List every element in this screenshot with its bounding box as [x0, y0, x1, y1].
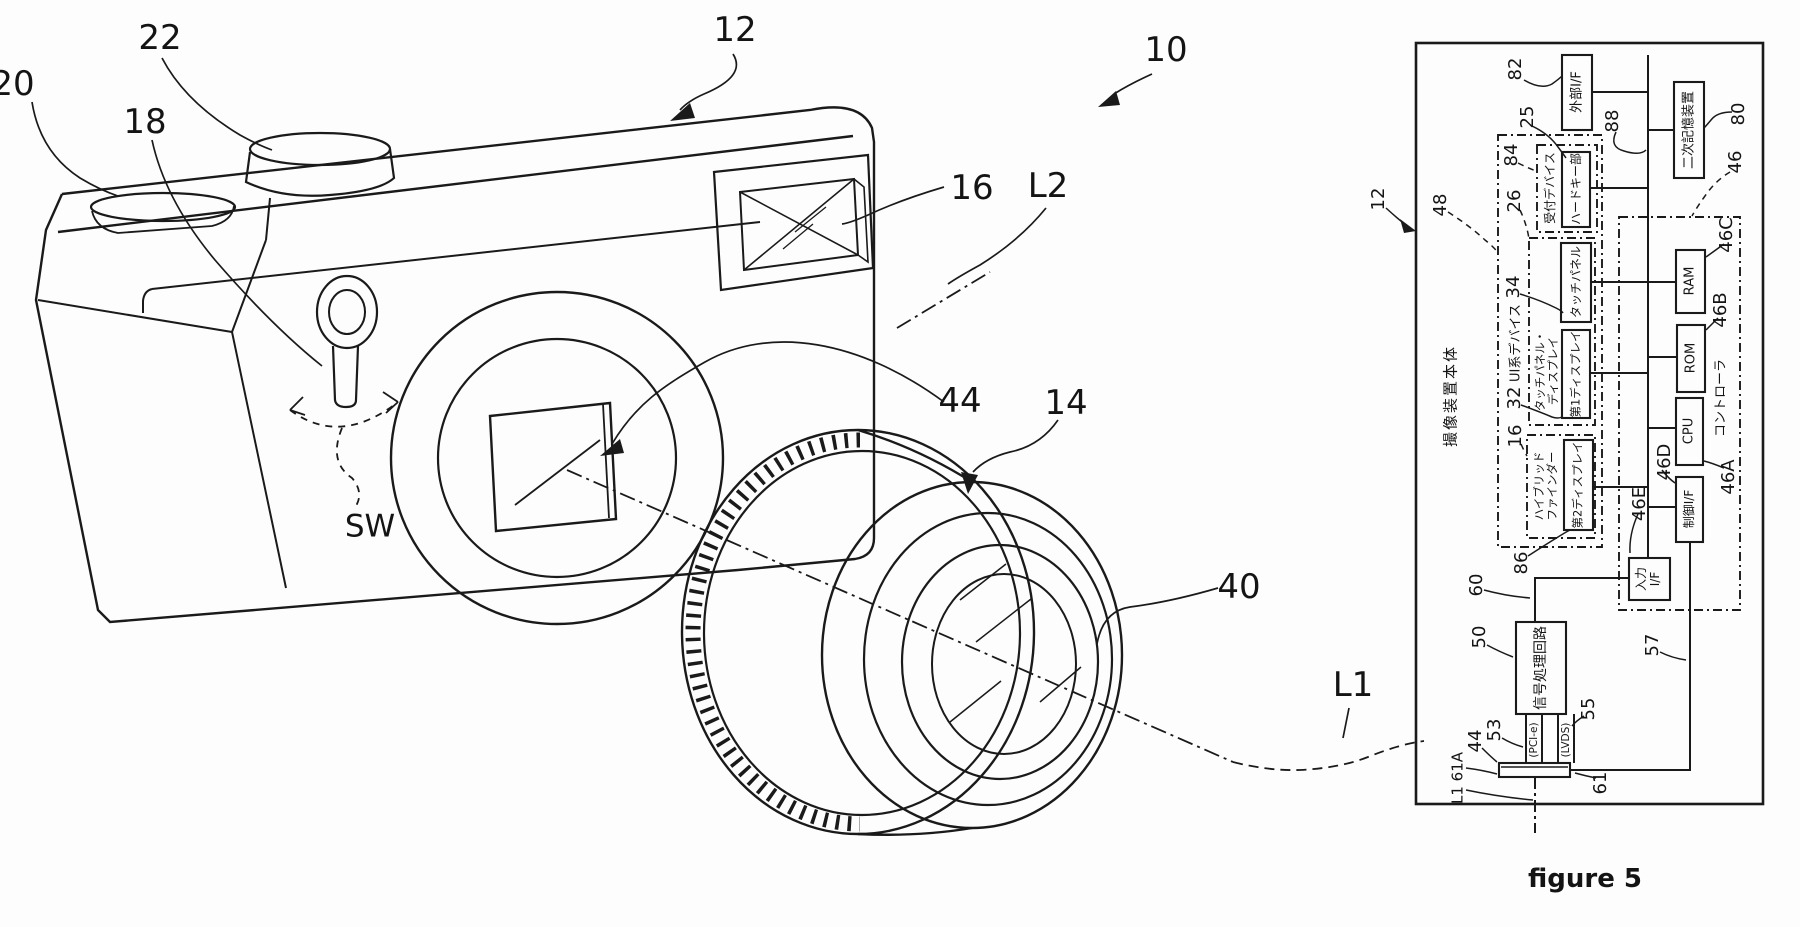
- camera-body: [34, 106, 876, 624]
- label-10: 10: [1144, 30, 1188, 70]
- touchpanel-display-line2: ディスプレイ: [1546, 336, 1560, 406]
- camera-leaders: [31, 53, 1350, 739]
- optical-axis-L1: [566, 469, 1425, 771]
- diagram-arrowheads: [1400, 219, 1416, 233]
- sw-rotation-arrows: [289, 391, 399, 507]
- ref-46D: 46D: [1654, 443, 1675, 481]
- wire-57: [1570, 542, 1691, 771]
- label-L2: L2: [1027, 166, 1069, 206]
- ref-86: 86: [1511, 551, 1532, 575]
- rom-box: [1675, 323, 1707, 394]
- wire-60: [1534, 577, 1629, 622]
- display2-label: 第2ディスプレイ: [1570, 441, 1585, 529]
- touchpanel-display-label: タッチパネル・ ディスプレイ: [1533, 331, 1560, 412]
- ref-84: 84: [1501, 143, 1522, 167]
- external-if-label: 外部I/F: [1569, 71, 1585, 113]
- ref-60: 60: [1466, 573, 1487, 597]
- rom-label: ROM: [1683, 342, 1699, 374]
- pcie-label: (PCI-e): [1527, 722, 1540, 758]
- figure-caption: figure 5: [1528, 864, 1642, 894]
- ref-53: 53: [1484, 718, 1505, 742]
- hybrid-finder-line2: ファインダー: [1545, 451, 1559, 521]
- ref-46B: 46B: [1710, 292, 1731, 328]
- hybrid-finder-label: ハイブリッド ファインダー: [1532, 451, 1559, 521]
- ref-80: 80: [1728, 102, 1749, 126]
- lens-mount: [389, 290, 725, 626]
- diagram-outer-box: [1414, 41, 1765, 806]
- ref-48: 48: [1430, 193, 1451, 217]
- front-lever: [315, 274, 379, 409]
- input-if-line1: 入力: [1634, 566, 1649, 592]
- input-if-label: 入力 I/F: [1634, 566, 1663, 592]
- input-if-line2: I/F: [1648, 571, 1662, 587]
- control-if-label: 制御I/F: [1682, 489, 1696, 529]
- image-sensor-bar: [1497, 761, 1572, 779]
- ref-82: 82: [1505, 57, 1526, 81]
- ref-44: 44: [1465, 729, 1486, 753]
- pcie-connector: [1525, 714, 1543, 763]
- ref-L1-61A: L1 61A: [1448, 751, 1467, 805]
- ram-label: RAM: [1682, 266, 1698, 296]
- ref-46A: 46A: [1718, 459, 1739, 495]
- ref-32: 32: [1504, 386, 1525, 410]
- controller-label: コントローラ: [1713, 358, 1729, 438]
- lvds-label: (LVDS): [1559, 722, 1572, 758]
- ref-46: 46: [1725, 150, 1746, 174]
- touchpanel-display-box: [1528, 237, 1596, 426]
- ref-46E: 46E: [1629, 486, 1650, 522]
- label-40: 40: [1217, 567, 1261, 607]
- ref-55: 55: [1578, 697, 1599, 721]
- hardkey-box: [1560, 150, 1592, 229]
- reception-device-label: 受付デバイス: [1543, 152, 1557, 224]
- cpu-box: [1674, 396, 1705, 467]
- camera-arrowheads: [600, 91, 1120, 494]
- lvds-connector: [1557, 714, 1575, 763]
- ref-16: 16: [1505, 424, 1526, 448]
- shutter-dial: [244, 131, 396, 197]
- ref-26: 26: [1504, 189, 1525, 213]
- viewfinder-window: [712, 153, 875, 292]
- cpu-label: CPU: [1681, 417, 1697, 445]
- ref-61: 61: [1590, 771, 1611, 795]
- secondary-storage-label: 二次記憶装置: [1681, 90, 1697, 170]
- label-14: 14: [1044, 383, 1088, 423]
- lens-barrel: [680, 428, 1124, 836]
- controller-box: [1618, 216, 1741, 611]
- label-SW: SW: [344, 508, 396, 545]
- optical-axis-L2: [896, 271, 991, 329]
- ref-12: 12: [1368, 187, 1389, 211]
- display2-box: [1562, 438, 1595, 532]
- ui-devices-label: UI系デバイス: [1508, 304, 1524, 382]
- ref-46C: 46C: [1716, 217, 1737, 253]
- signal-processing-label: 信号処理回路: [1533, 626, 1549, 710]
- ref-34: 34: [1503, 275, 1524, 299]
- label-16: 16: [950, 168, 994, 208]
- ref-50: 50: [1469, 625, 1490, 649]
- label-12: 12: [713, 10, 757, 50]
- label-44: 44: [938, 381, 982, 421]
- diagram-wires: [1525, 55, 1691, 833]
- label-L1: L1: [1332, 665, 1374, 705]
- touch-panel-label: タッチパネル: [1569, 245, 1583, 319]
- diagram-leaders: [1385, 75, 1733, 801]
- label-20: 20: [0, 64, 35, 104]
- ui-devices-box: [1497, 134, 1603, 548]
- display1-label: 第1ディスプレイ: [1568, 330, 1583, 418]
- device-body-label: 撮像装置本体: [1441, 344, 1460, 448]
- ref-57: 57: [1642, 633, 1663, 657]
- ref-88: 88: [1602, 109, 1623, 133]
- label-22: 22: [138, 18, 182, 58]
- top-dial-left: [89, 191, 237, 234]
- ref-25: 25: [1517, 105, 1538, 129]
- label-18: 18: [123, 102, 167, 142]
- hardkey-label: ハードキー部: [1569, 152, 1583, 226]
